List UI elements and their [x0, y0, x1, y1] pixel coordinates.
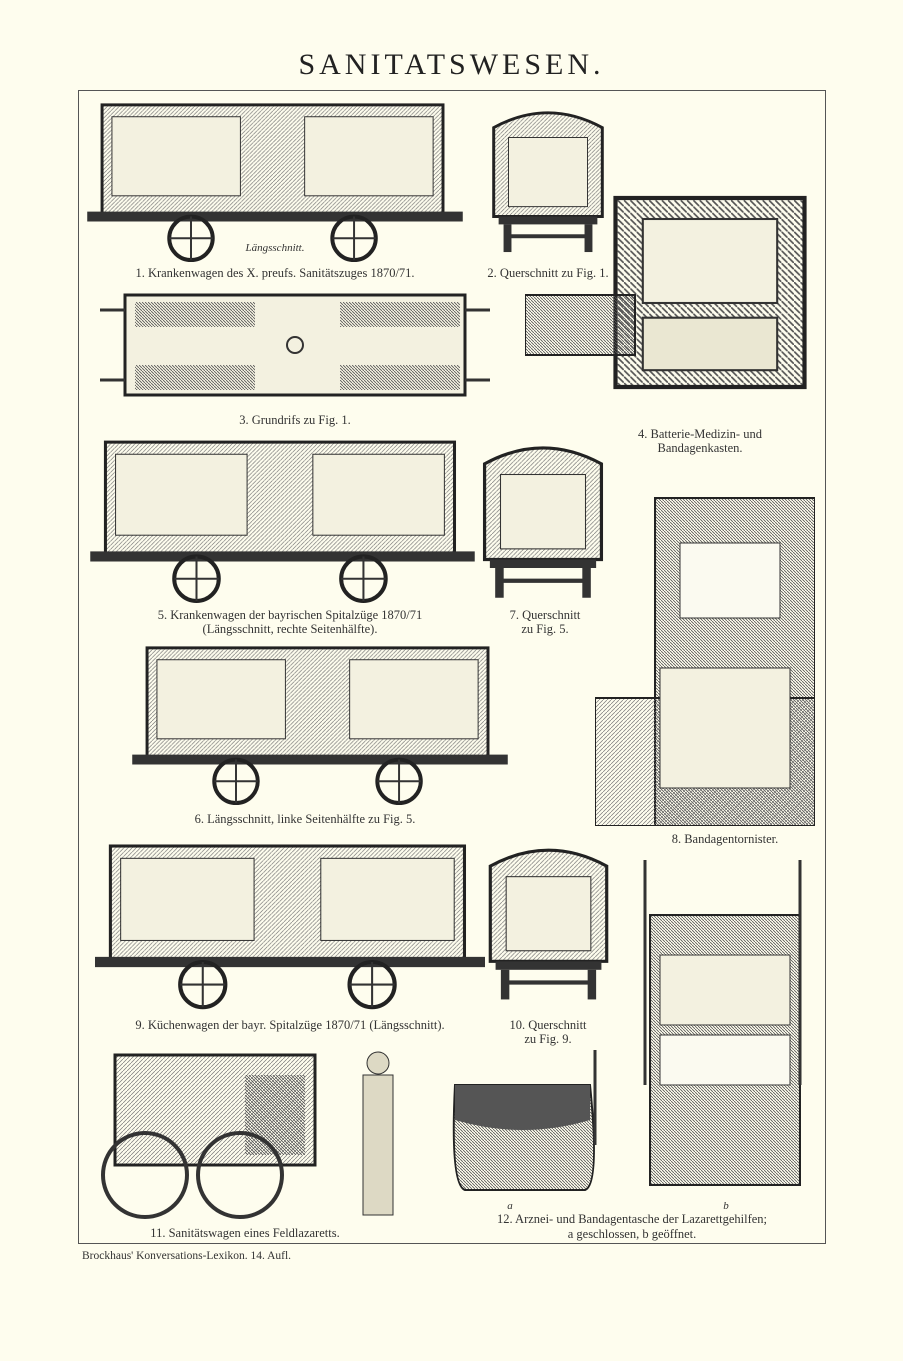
fig4-caption-line2: Bandagenkasten.	[657, 441, 743, 455]
fig11-caption: 11. Sanitätswagen eines Feldlazaretts.	[150, 1226, 340, 1240]
fig9-kitchen-car-illustration	[95, 835, 485, 1011]
fig4-medicine-chest-illustration	[525, 165, 820, 420]
fig6-longitudinal-section-illustration	[120, 638, 520, 806]
fig1-ambulance-car-illustration	[85, 95, 465, 263]
fig10-caption-line1: 10. Querschnitt	[509, 1018, 587, 1032]
fig2-caption: 2. Querschnitt zu Fig. 1.	[487, 266, 609, 280]
fig10-caption-line2: zu Fig. 9.	[524, 1032, 572, 1046]
publisher-footer: Brockhaus' Konversations-Lexikon. 14. Au…	[82, 1250, 292, 1262]
fig8-caption: 8. Bandagentornister.	[671, 832, 779, 846]
plate-title: SANITATSWESEN.	[298, 48, 605, 81]
fig10-cross-section-illustration	[485, 828, 612, 1010]
fig8-bandage-knapsack-illustration	[595, 468, 815, 826]
fig3-floor-plan-illustration	[100, 290, 490, 402]
fig12b-open-bag-illustration	[635, 855, 810, 1195]
fig4-caption-line1: 4. Batterie-Medizin- und	[638, 427, 762, 441]
fig7-caption-line2: zu Fig. 5.	[521, 622, 569, 636]
plate-frame	[78, 90, 826, 1244]
fig5-caption-line2: (Längsschnitt, rechte Seitenhälfte).	[202, 622, 378, 636]
fig1-inset-label: Längsschnitt.	[245, 242, 305, 254]
fig12-label-a: a	[507, 1200, 513, 1212]
fig9-caption: 9. Küchenwagen der bayr. Spitalzüge 1870…	[135, 1018, 445, 1032]
fig3-caption: 3. Grundrifs zu Fig. 1.	[239, 413, 351, 427]
fig5-caption-line1: 5. Krankenwagen der bayrischen Spitalzüg…	[157, 608, 423, 622]
fig1-caption: 1. Krankenwagen des X. preufs. Sanitätsz…	[135, 266, 415, 280]
fig12a-closed-bag-illustration	[445, 1045, 600, 1195]
fig6-caption: 6. Längsschnitt, linke Seitenhälfte zu F…	[194, 812, 416, 826]
fig11-field-hospital-wagon-illustration	[95, 1035, 405, 1222]
fig7-caption-line1: 7. Querschnitt	[509, 608, 581, 622]
fig12-label-b: b	[723, 1200, 729, 1212]
fig12-caption-line1: 12. Arznei- und Bandagentasche der Lazar…	[496, 1212, 768, 1226]
fig5-bavarian-ambulance-car-illustration	[90, 432, 475, 604]
fig7-cross-section-illustration	[478, 432, 608, 602]
fig12-caption-line2: a geschlossen, b geöffnet.	[567, 1227, 697, 1241]
